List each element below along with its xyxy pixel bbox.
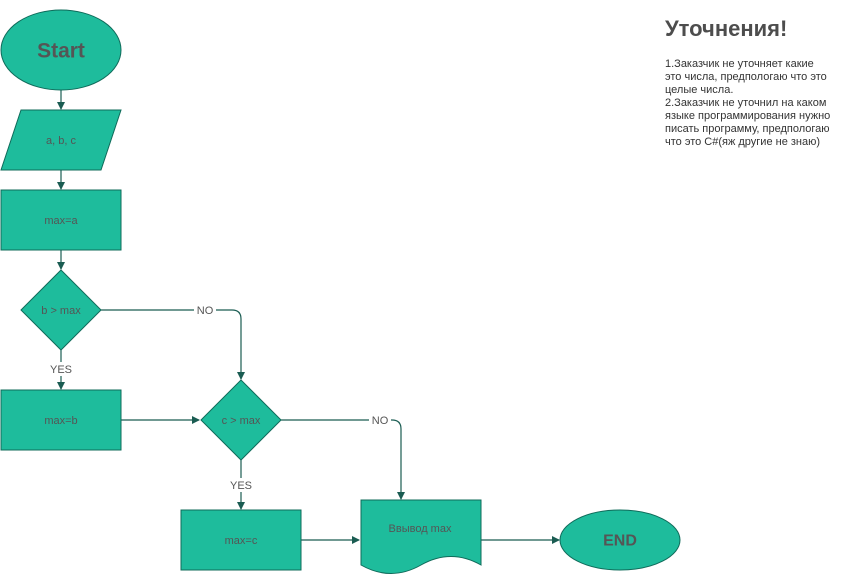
output-label: Ввывод max bbox=[389, 523, 452, 535]
assign-a-node bbox=[0, 189, 122, 251]
assign-c-label: max=c bbox=[225, 535, 258, 547]
end-node bbox=[559, 509, 681, 571]
cond-c-node bbox=[200, 379, 282, 461]
note-item-1: 1.Заказчик не уточняет какие это числа, … bbox=[665, 58, 827, 96]
cond-c-label: c > max bbox=[222, 415, 261, 427]
label-cond-b-no: NO bbox=[197, 305, 214, 317]
edge-cond-c-no bbox=[281, 419, 405, 500]
input-node bbox=[0, 109, 122, 171]
notes-title: Уточнения! bbox=[665, 16, 788, 41]
output-node bbox=[360, 499, 482, 574]
end-label: END bbox=[603, 533, 637, 550]
start-label: Start bbox=[37, 39, 85, 62]
cond-b-node bbox=[20, 269, 102, 351]
note-item-2: 2.Заказчик не уточнил на каком языке про… bbox=[665, 97, 831, 148]
input-label: a, b, c bbox=[46, 135, 76, 147]
assign-a-label: max=a bbox=[44, 215, 78, 227]
label-cond-c-yes: YES bbox=[230, 480, 252, 492]
cond-b-label: b > max bbox=[41, 305, 81, 317]
assign-b-label: max=b bbox=[44, 415, 77, 427]
notes-panel: Уточнения! 1.Заказчик не уточняет какие … bbox=[665, 16, 851, 149]
assign-b-node bbox=[0, 389, 122, 451]
label-cond-b-yes: YES bbox=[50, 364, 72, 376]
assign-c-node bbox=[180, 509, 302, 571]
start-node bbox=[0, 9, 122, 91]
label-cond-c-no: NO bbox=[372, 415, 389, 427]
edge-cond-b-no bbox=[101, 309, 245, 380]
